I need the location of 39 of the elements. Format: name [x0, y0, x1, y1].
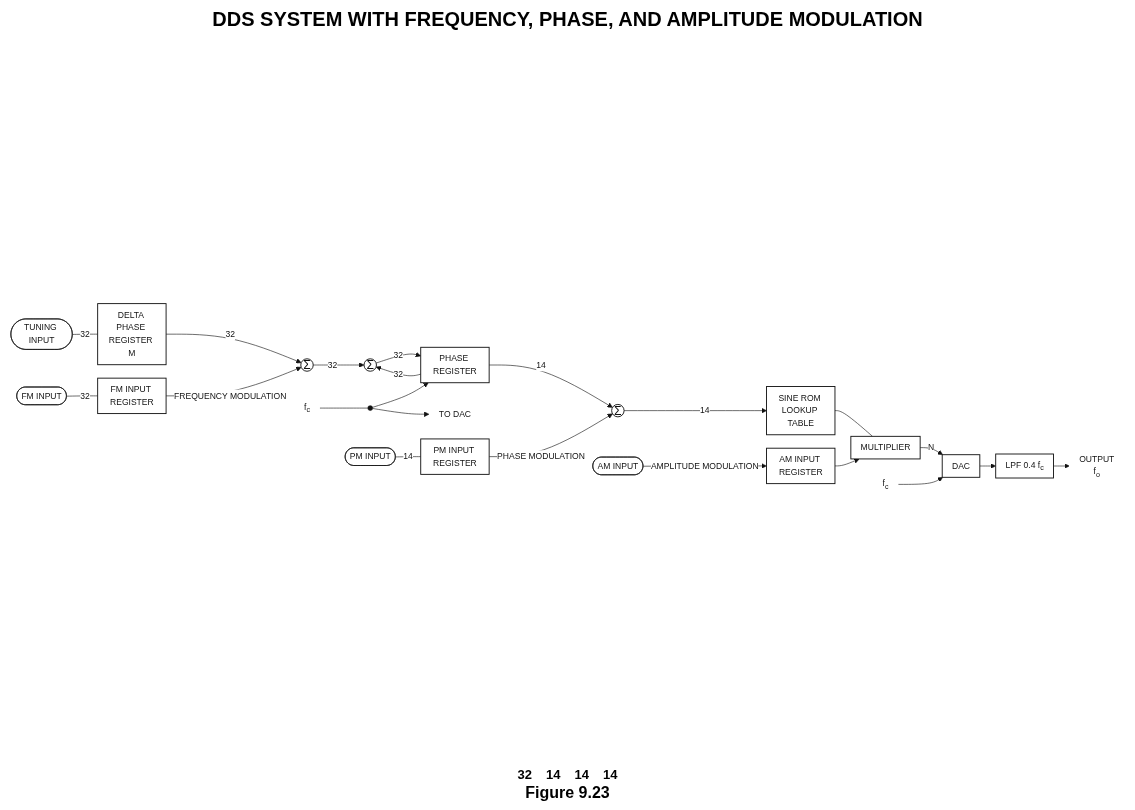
node-box: PHASE REGISTER: [420, 346, 490, 384]
edge-label: 14: [403, 451, 413, 462]
edge-label: 32: [225, 328, 235, 339]
node-box: DAC: [941, 454, 981, 478]
edge-label: AMPLITUDE MODULATION: [650, 460, 759, 471]
bus-width-label: 32: [517, 767, 533, 782]
node-circle: Σ: [611, 403, 625, 418]
node-text: f$_{c}$: [304, 402, 310, 414]
node-box: DELTA PHASE REGISTER M: [97, 303, 167, 366]
edge-label: FREQUENCY MODULATION: [174, 390, 287, 401]
node-box: AM INPUT REGISTER: [766, 447, 836, 485]
edge-label: PHASE MODULATION: [497, 451, 585, 462]
connector: [834, 410, 873, 437]
bus-width-label: 14: [546, 767, 561, 782]
edge-label: 14: [699, 405, 710, 416]
connector: [319, 407, 369, 409]
bus-width-label: 14: [574, 767, 589, 782]
node-box: MULTIPLIER: [850, 435, 921, 460]
edge-label: 32: [393, 369, 404, 379]
node-circle: [367, 405, 373, 411]
node-circle: Σ: [363, 358, 377, 372]
bus-width-label: 14: [602, 767, 618, 782]
node-box: LPF 0.4 f$_{c}$: [995, 453, 1054, 479]
node-box: PM INPUT REGISTER: [420, 438, 490, 475]
edge-label: 32: [393, 350, 404, 361]
connector: [66, 395, 98, 397]
node-text: TO DAC: [438, 409, 472, 419]
diagram-title: DDS SYSTEM WITH FREQUENCY, PHASE, AND AMPLITUDE MODULATION: [212, 8, 923, 31]
node-text: OUTPUT f$_{o}$: [1079, 453, 1115, 479]
edge-label: 32: [327, 359, 338, 370]
edge-label: 32: [80, 328, 90, 339]
node-box: SINE ROM LOOKUP TABLE: [766, 386, 836, 436]
figure-caption: Figure 9.23: [525, 784, 610, 802]
node-text: f$_{c}$: [882, 478, 889, 490]
edge-label: 14: [536, 359, 546, 370]
node-circle: Σ: [300, 358, 314, 372]
edge-label: 32: [80, 390, 90, 401]
node-box: FM INPUT REGISTER: [97, 377, 167, 415]
edge-label: N: [928, 442, 935, 453]
